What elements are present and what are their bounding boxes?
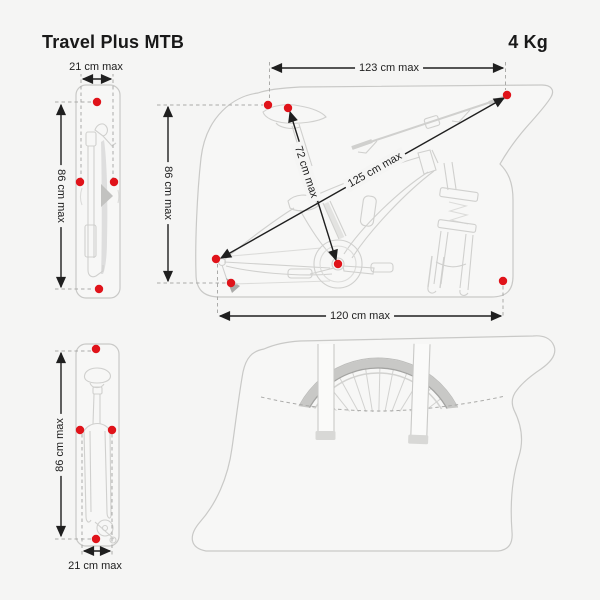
measure-point-dot (91, 534, 101, 544)
product-title: Travel Plus MTB (42, 32, 185, 52)
measure-point-dots (75, 90, 512, 544)
fork-pouch-art (79, 123, 120, 278)
measure-point-dot (109, 177, 119, 187)
measure-point-dot (283, 103, 293, 113)
label-fork-pouch-width: 21 cm max (65, 60, 127, 74)
fork-pouch-outline (75, 84, 121, 299)
strap-right (410, 343, 431, 442)
main-bag-outline (195, 84, 554, 298)
measure-point-dot (75, 177, 85, 187)
strap-left-cap (315, 431, 336, 440)
fork-pouch-triangle (101, 184, 113, 207)
measure-point-dot (94, 284, 104, 294)
label-main-bottom-width: 120 cm max (326, 309, 394, 323)
measure-point-dot (75, 425, 85, 435)
measure-point-dot (211, 254, 221, 264)
measure-point-dot (502, 90, 512, 100)
measure-point-dot (333, 259, 343, 269)
product-weight: 4 Kg (508, 32, 548, 52)
measure-point-dot (498, 276, 508, 286)
strap-left (317, 344, 335, 438)
bag-outlines (75, 84, 556, 552)
label-main-top-width: 123 cm max (355, 61, 423, 75)
label-frame-pouch-height: 86 cm max (53, 414, 67, 476)
measure-point-dot (226, 278, 236, 288)
front-bag-opening-dashed (260, 395, 506, 412)
measure-point-dot (263, 100, 273, 110)
measure-point-dot (92, 97, 102, 107)
measure-point-dot (91, 344, 101, 354)
label-fork-pouch-height: 86 cm max (54, 165, 68, 227)
carry-straps (315, 343, 431, 445)
label-frame-pouch-width: 21 cm max (64, 559, 126, 573)
front-bag-outline (191, 335, 556, 552)
measure-point-dot (107, 425, 117, 435)
frame-pouch-outline (75, 343, 120, 547)
guide-lines (55, 62, 506, 557)
label-main-height: 86 cm max (161, 162, 175, 224)
strap-right-cap (408, 434, 429, 445)
